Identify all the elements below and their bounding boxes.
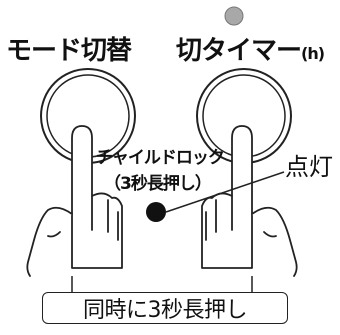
child-lock-label: チャイルドロック bbox=[96, 148, 225, 168]
instruction-box: 同時に3秒長押し bbox=[42, 292, 288, 324]
indicator-lamp bbox=[224, 6, 244, 26]
child-lock-lamp bbox=[146, 202, 166, 222]
off-timer-label-text: 切タイマー bbox=[176, 36, 302, 66]
caption-bracket bbox=[71, 276, 253, 292]
mode-switch-label: モード切替 bbox=[6, 36, 132, 66]
left-hand-icon bbox=[26, 125, 123, 277]
lamp-state-label: 点灯 bbox=[285, 153, 333, 181]
child-lock-sub-label: （3秒長押し） bbox=[104, 174, 212, 194]
off-timer-button[interactable] bbox=[196, 68, 292, 164]
instruction-caption: 同時に3秒長押し bbox=[83, 298, 248, 323]
off-timer-label: 切タイマー(h) bbox=[176, 36, 325, 66]
mode-switch-button[interactable] bbox=[40, 68, 136, 164]
right-hand-icon bbox=[201, 125, 298, 277]
off-timer-unit: (h) bbox=[301, 44, 325, 63]
leader-line bbox=[165, 171, 285, 213]
